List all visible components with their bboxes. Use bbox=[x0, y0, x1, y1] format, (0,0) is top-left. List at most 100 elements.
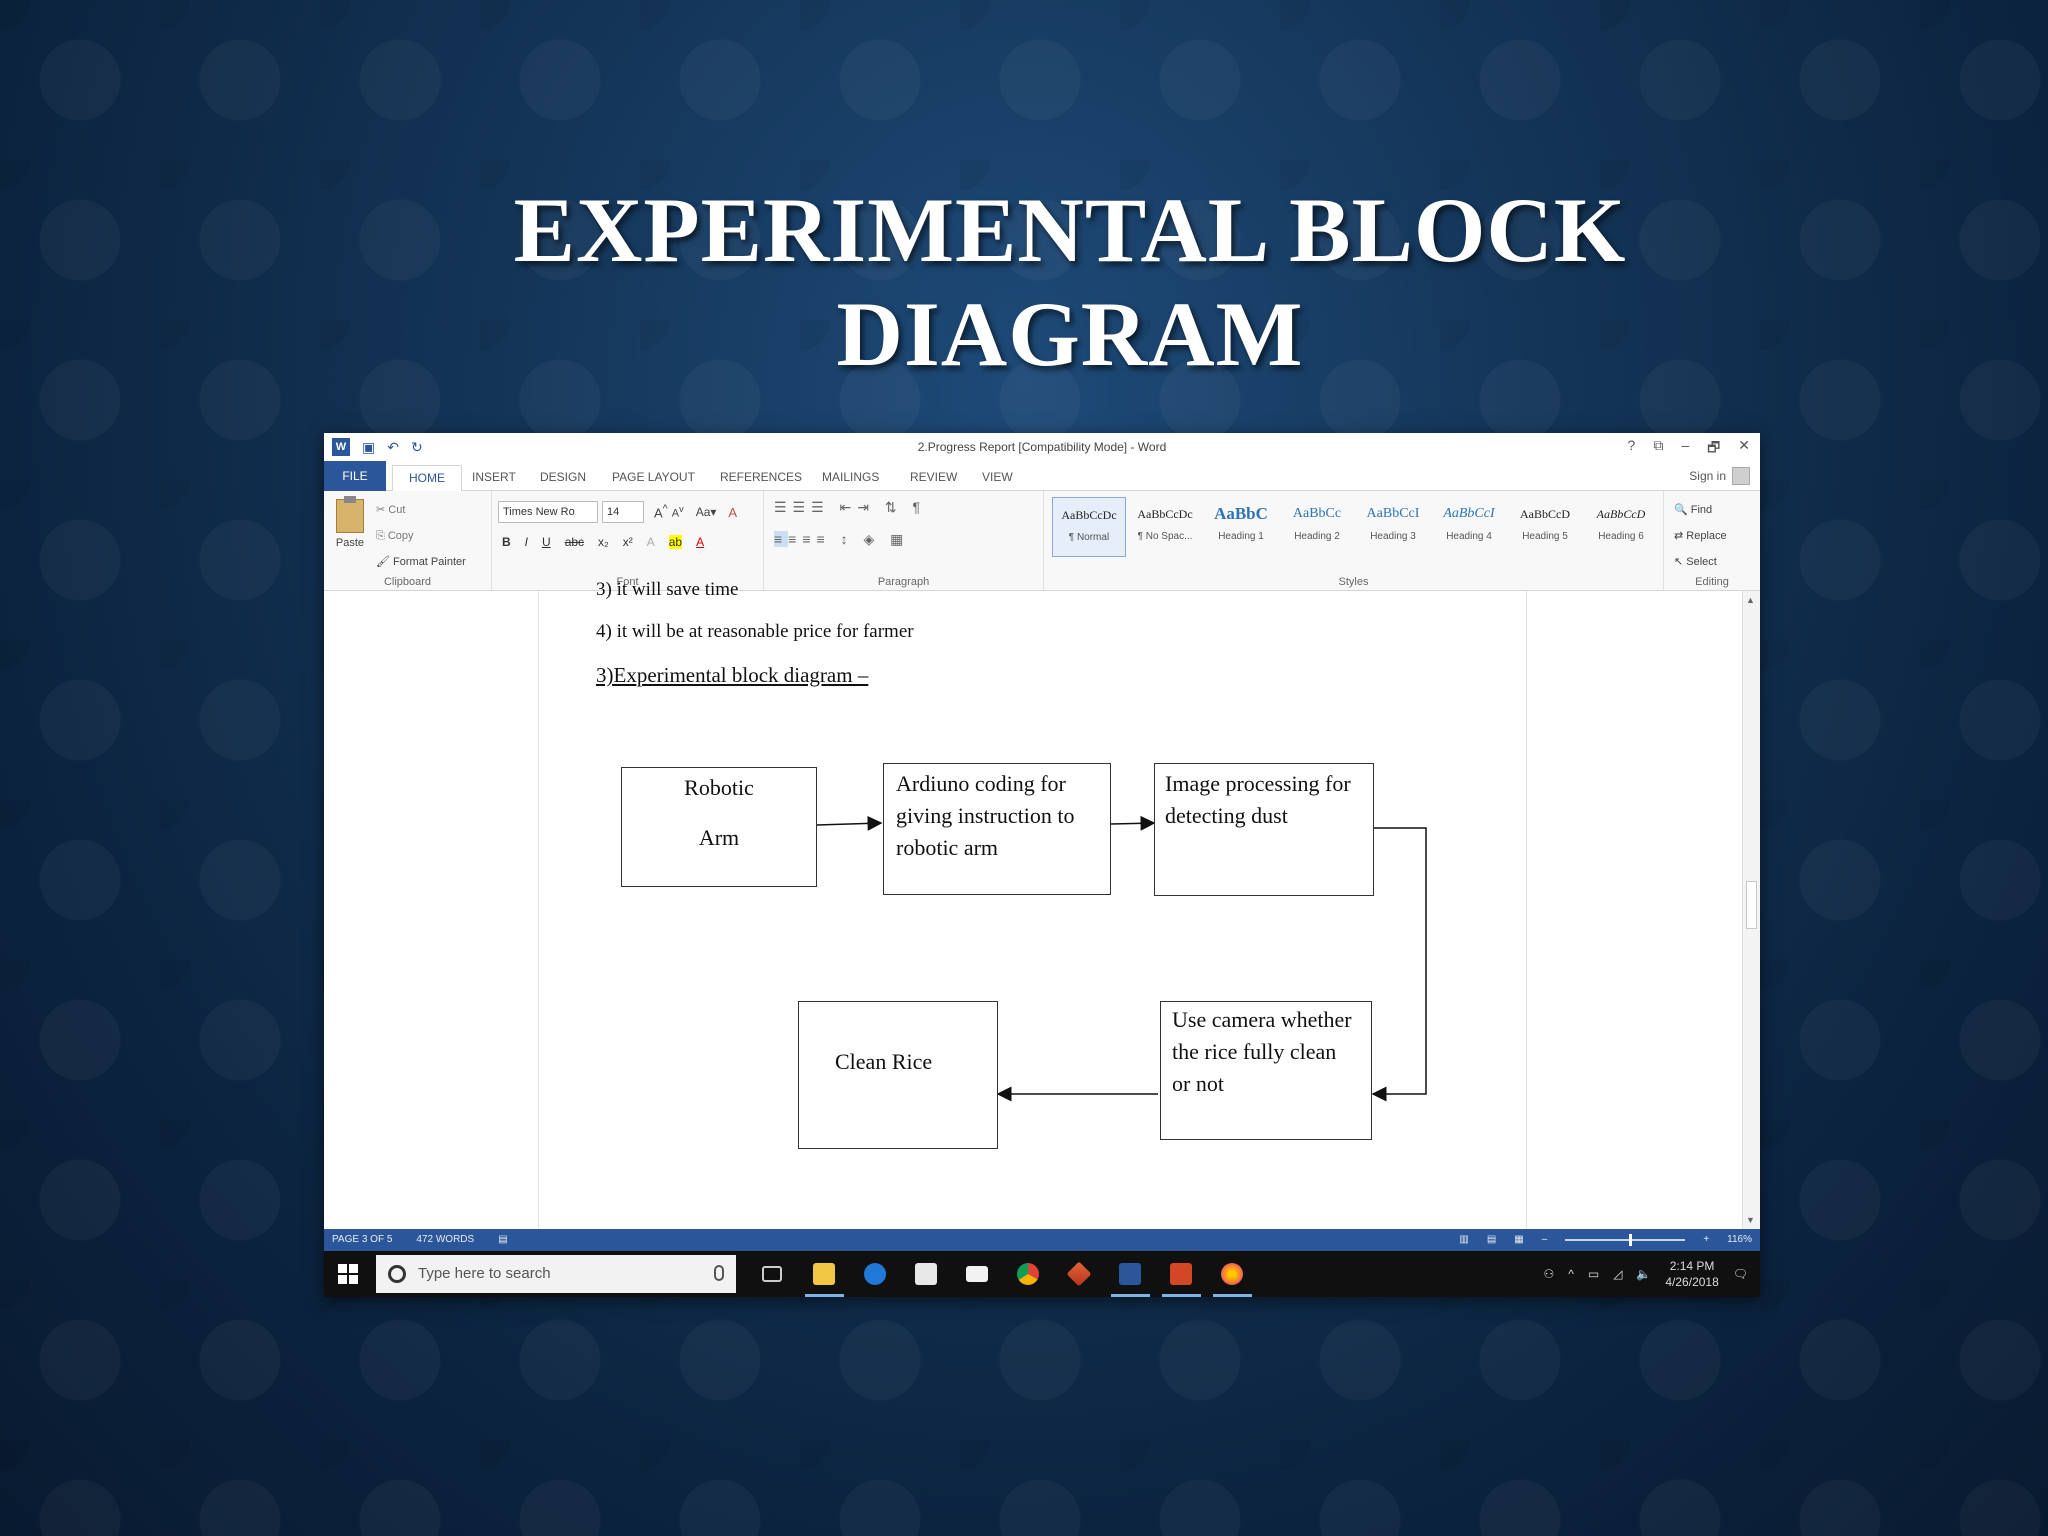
paragraph-label: Paragraph bbox=[877, 576, 930, 588]
style-heading-6[interactable]: AaBbCcD Heading 6 bbox=[1596, 507, 1646, 542]
help-button[interactable]: ? bbox=[1627, 437, 1636, 453]
bold-icon[interactable]: B bbox=[502, 535, 511, 549]
taskbar-search[interactable]: Type here to search bbox=[376, 1255, 736, 1293]
style-heading-1[interactable]: AaBbC Heading 1 bbox=[1214, 504, 1268, 542]
box-arduino-line1: Ardiuno coding for bbox=[896, 771, 1066, 796]
battery-icon[interactable]: ▭ bbox=[1587, 1267, 1600, 1281]
format-painter-button[interactable]: 🖌 Format Painter bbox=[376, 556, 466, 568]
box-robotic-arm: Robotic Arm bbox=[621, 767, 817, 887]
edge-icon[interactable] bbox=[850, 1251, 901, 1297]
word-window-screenshot: W ▣ ↶ ↻ 2.Progress Report [Compatibility… bbox=[324, 433, 1760, 1297]
page-count[interactable]: PAGE 3 OF 5 bbox=[332, 1234, 393, 1245]
sign-in[interactable]: Sign in bbox=[1689, 467, 1750, 485]
vertical-scrollbar[interactable]: ▲ ▼ bbox=[1742, 591, 1760, 1229]
store-icon[interactable] bbox=[901, 1251, 952, 1297]
clipboard-label: Clipboard bbox=[383, 576, 432, 588]
tab-file[interactable]: FILE bbox=[324, 461, 386, 491]
subscript-icon[interactable]: x₂ bbox=[598, 535, 609, 549]
tab-insert[interactable]: INSERT bbox=[472, 470, 516, 484]
change-case-icon[interactable]: Aa▾ bbox=[695, 505, 717, 519]
cut-button[interactable]: ✂ Cut bbox=[376, 504, 406, 516]
network-icon[interactable]: ◿ bbox=[1613, 1267, 1623, 1281]
style-no-spacing[interactable]: AaBbCcDc ¶ No Spac... bbox=[1137, 507, 1193, 542]
tab-view[interactable]: VIEW bbox=[982, 470, 1013, 484]
tab-page-layout[interactable]: PAGE LAYOUT bbox=[612, 470, 695, 484]
volume-icon[interactable]: 🔈 bbox=[1636, 1267, 1652, 1281]
replace-button[interactable]: ⇄ Replace bbox=[1674, 530, 1727, 542]
task-view-icon[interactable] bbox=[748, 1251, 799, 1297]
clipboard-group: Paste ✂ Cut ⎘ Copy 🖌 Format Painter Clip… bbox=[324, 491, 492, 591]
document-area[interactable]: 3) it will save time 4) it will be at re… bbox=[324, 579, 1760, 1229]
restore-button[interactable]: 🗗 bbox=[1707, 439, 1721, 455]
action-center-icon[interactable]: 🗨 bbox=[1732, 1267, 1748, 1281]
web-layout-icon[interactable]: ▦ bbox=[1514, 1234, 1524, 1245]
people-icon[interactable]: ⚇ bbox=[1543, 1267, 1555, 1281]
style-heading-4[interactable]: AaBbCcI Heading 4 bbox=[1443, 506, 1495, 542]
tab-home[interactable]: HOME bbox=[392, 465, 462, 492]
list-icons[interactable]: ☰☰☰ ⇤⇥ ⇅ ¶ bbox=[774, 499, 927, 515]
clipboard-items: ✂ Cut ⎘ Copy 🖌 Format Painter bbox=[376, 497, 466, 575]
scroll-down-icon[interactable]: ▼ bbox=[1746, 1215, 1755, 1225]
font-color-icon[interactable]: A bbox=[696, 535, 705, 549]
style-normal[interactable]: AaBbCcDc ¶ Normal bbox=[1052, 497, 1126, 557]
minimize-button[interactable]: – bbox=[1681, 437, 1690, 453]
strikethrough-icon[interactable]: abc bbox=[564, 535, 585, 549]
italic-icon[interactable]: I bbox=[524, 535, 529, 549]
close-button[interactable]: ✕ bbox=[1738, 437, 1750, 453]
paste-button[interactable]: Paste bbox=[332, 496, 368, 549]
zoom-level[interactable]: 116% bbox=[1727, 1234, 1752, 1245]
zoom-in-icon[interactable]: + bbox=[1703, 1234, 1710, 1245]
zoom-out-icon[interactable]: – bbox=[1541, 1234, 1548, 1245]
save-icon[interactable]: ▣ bbox=[362, 438, 376, 455]
tab-design[interactable]: DESIGN bbox=[540, 470, 587, 484]
clear-formatting-icon[interactable]: A bbox=[728, 504, 738, 520]
word-taskbar-icon[interactable] bbox=[1105, 1251, 1156, 1297]
tab-mailings[interactable]: MAILINGS bbox=[822, 470, 880, 484]
style-heading-3[interactable]: AaBbCcI Heading 3 bbox=[1366, 506, 1420, 542]
title-bar: W ▣ ↶ ↻ 2.Progress Report [Compatibility… bbox=[324, 433, 1760, 461]
start-button[interactable] bbox=[338, 1264, 358, 1284]
matlab-icon[interactable] bbox=[1054, 1251, 1105, 1297]
style-heading-2[interactable]: AaBbCc Heading 2 bbox=[1292, 506, 1342, 542]
font-name-select[interactable]: Times New Ro bbox=[498, 501, 598, 523]
file-explorer-icon[interactable] bbox=[799, 1251, 850, 1297]
arrow-arduino-to-image bbox=[1110, 815, 1156, 831]
zoom-slider[interactable] bbox=[1565, 1234, 1686, 1246]
underline-icon[interactable]: U bbox=[542, 535, 551, 549]
shrink-font-icon[interactable]: Av bbox=[671, 504, 684, 520]
align-icons[interactable]: ≡≡≡≡ ↕ ◈ ▦ bbox=[774, 531, 910, 547]
highlight-icon[interactable]: ab bbox=[668, 535, 683, 549]
proofing-icon[interactable]: ▤ bbox=[498, 1234, 508, 1245]
block-diagram-connectors bbox=[816, 815, 1427, 1102]
status-left: PAGE 3 OF 5 472 WORDS ▤ bbox=[332, 1229, 508, 1251]
style-heading-5[interactable]: AaBbCcD Heading 5 bbox=[1520, 507, 1570, 542]
copy-button[interactable]: ⎘ Copy bbox=[376, 530, 414, 542]
scroll-up-icon[interactable]: ▲ bbox=[1746, 595, 1755, 605]
box-camera-line3: or not bbox=[1172, 1071, 1224, 1096]
arrow-image-to-camera bbox=[1371, 827, 1427, 1102]
find-button[interactable]: 🔍 Find bbox=[1674, 504, 1713, 516]
firefox-icon[interactable] bbox=[1207, 1251, 1258, 1297]
read-mode-icon[interactable]: ▥ bbox=[1459, 1234, 1469, 1245]
redo-icon[interactable]: ↻ bbox=[410, 438, 423, 455]
arrow-robotic-to-arduino bbox=[816, 815, 883, 831]
print-layout-icon[interactable]: ▤ bbox=[1486, 1234, 1497, 1245]
taskbar-clock[interactable]: 2:14 PM 4/26/2018 bbox=[1665, 1258, 1718, 1290]
font-size-select[interactable]: 14 bbox=[602, 501, 644, 523]
chrome-icon[interactable] bbox=[1003, 1251, 1054, 1297]
tray-chevron-icon[interactable]: ^ bbox=[1568, 1267, 1574, 1281]
text-effects-icon[interactable]: A bbox=[646, 535, 655, 549]
doc-heading: 3)Experimental block diagram – bbox=[596, 663, 869, 687]
tab-review[interactable]: REVIEW bbox=[910, 470, 958, 484]
ribbon-display-button[interactable]: ⧉ bbox=[1653, 437, 1664, 453]
tab-references[interactable]: REFERENCES bbox=[720, 470, 803, 484]
mail-icon[interactable] bbox=[952, 1251, 1003, 1297]
superscript-icon[interactable]: x² bbox=[622, 535, 633, 549]
microphone-icon[interactable] bbox=[714, 1265, 724, 1281]
scroll-thumb[interactable] bbox=[1746, 881, 1757, 929]
word-count[interactable]: 472 WORDS bbox=[416, 1234, 475, 1245]
select-button[interactable]: ↖ Select bbox=[1674, 556, 1717, 568]
powerpoint-taskbar-icon[interactable] bbox=[1156, 1251, 1207, 1297]
grow-font-icon[interactable]: A^ bbox=[654, 503, 668, 521]
undo-icon[interactable]: ↶ bbox=[387, 438, 399, 455]
